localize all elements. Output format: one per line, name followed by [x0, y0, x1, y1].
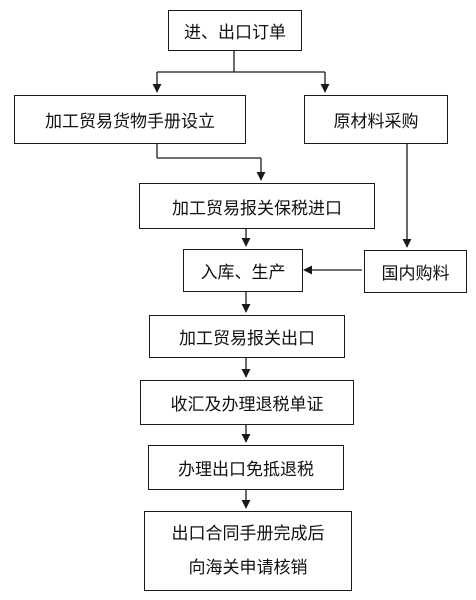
- node-manual-setup: 加工贸易货物手册设立: [14, 95, 246, 144]
- node-forex-refund-docs: 收汇及办理退税单证: [140, 380, 354, 425]
- node-raw-purchase: 原材料采购: [304, 95, 448, 144]
- node-domestic-purchase: 国内购料: [364, 250, 467, 293]
- node-verification-line1: 出口合同手册完成后: [171, 524, 325, 544]
- node-export-tax: 办理出口免抵退税: [148, 445, 344, 490]
- node-verification: 出口合同手册完成后 向海关申请核销: [144, 511, 352, 591]
- node-storage-production: 入库、生产: [183, 249, 303, 292]
- node-bonded-import: 加工贸易报关保税进口: [139, 183, 375, 229]
- node-orders: 进、出口订单: [168, 10, 302, 51]
- node-verification-line2: 向海关申请核销: [188, 558, 308, 578]
- node-export-declare: 加工贸易报关出口: [149, 315, 345, 358]
